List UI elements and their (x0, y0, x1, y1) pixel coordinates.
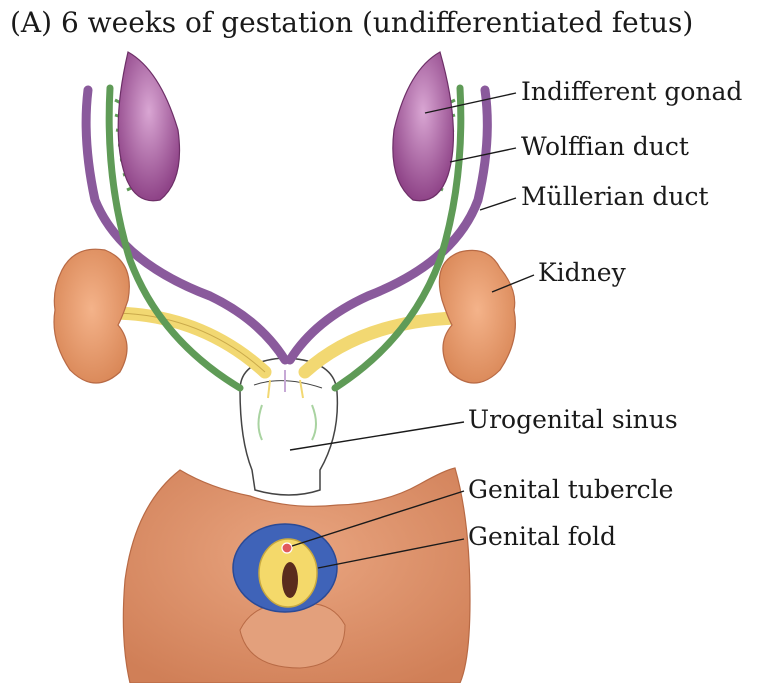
leader-genital-fold (317, 538, 465, 569)
label-indifferent-gonad: Indifferent gonad (521, 77, 743, 106)
label-urogenital-sinus: Urogenital sinus (468, 405, 678, 434)
label-genital-tubercle: Genital tubercle (468, 475, 674, 504)
genital-fold-shape (232, 523, 338, 613)
leader-wolffian-duct (449, 147, 517, 163)
leader-lines (289, 92, 535, 569)
leader-urogenital-sinus (289, 421, 465, 451)
label-kidney: Kidney (538, 258, 626, 287)
label-genital-fold: Genital fold (468, 522, 617, 551)
genital-tubercle-shape (281, 542, 293, 554)
urogenital-sinus-shape (239, 357, 339, 496)
leader-genital-tubercle (291, 490, 465, 547)
ureters (103, 306, 462, 379)
leader-kidney (491, 274, 535, 293)
label-mullerian-duct: Müllerian duct (521, 182, 709, 211)
figure-title: (A) 6 weeks of gestation (undifferentiat… (10, 6, 694, 39)
gonads (117, 51, 455, 202)
leader-indifferent-gonad (424, 92, 517, 114)
label-wolffian-duct: Wolffian duct (521, 132, 689, 161)
leader-mullerian-duct (479, 197, 517, 211)
kidneys (53, 248, 516, 384)
